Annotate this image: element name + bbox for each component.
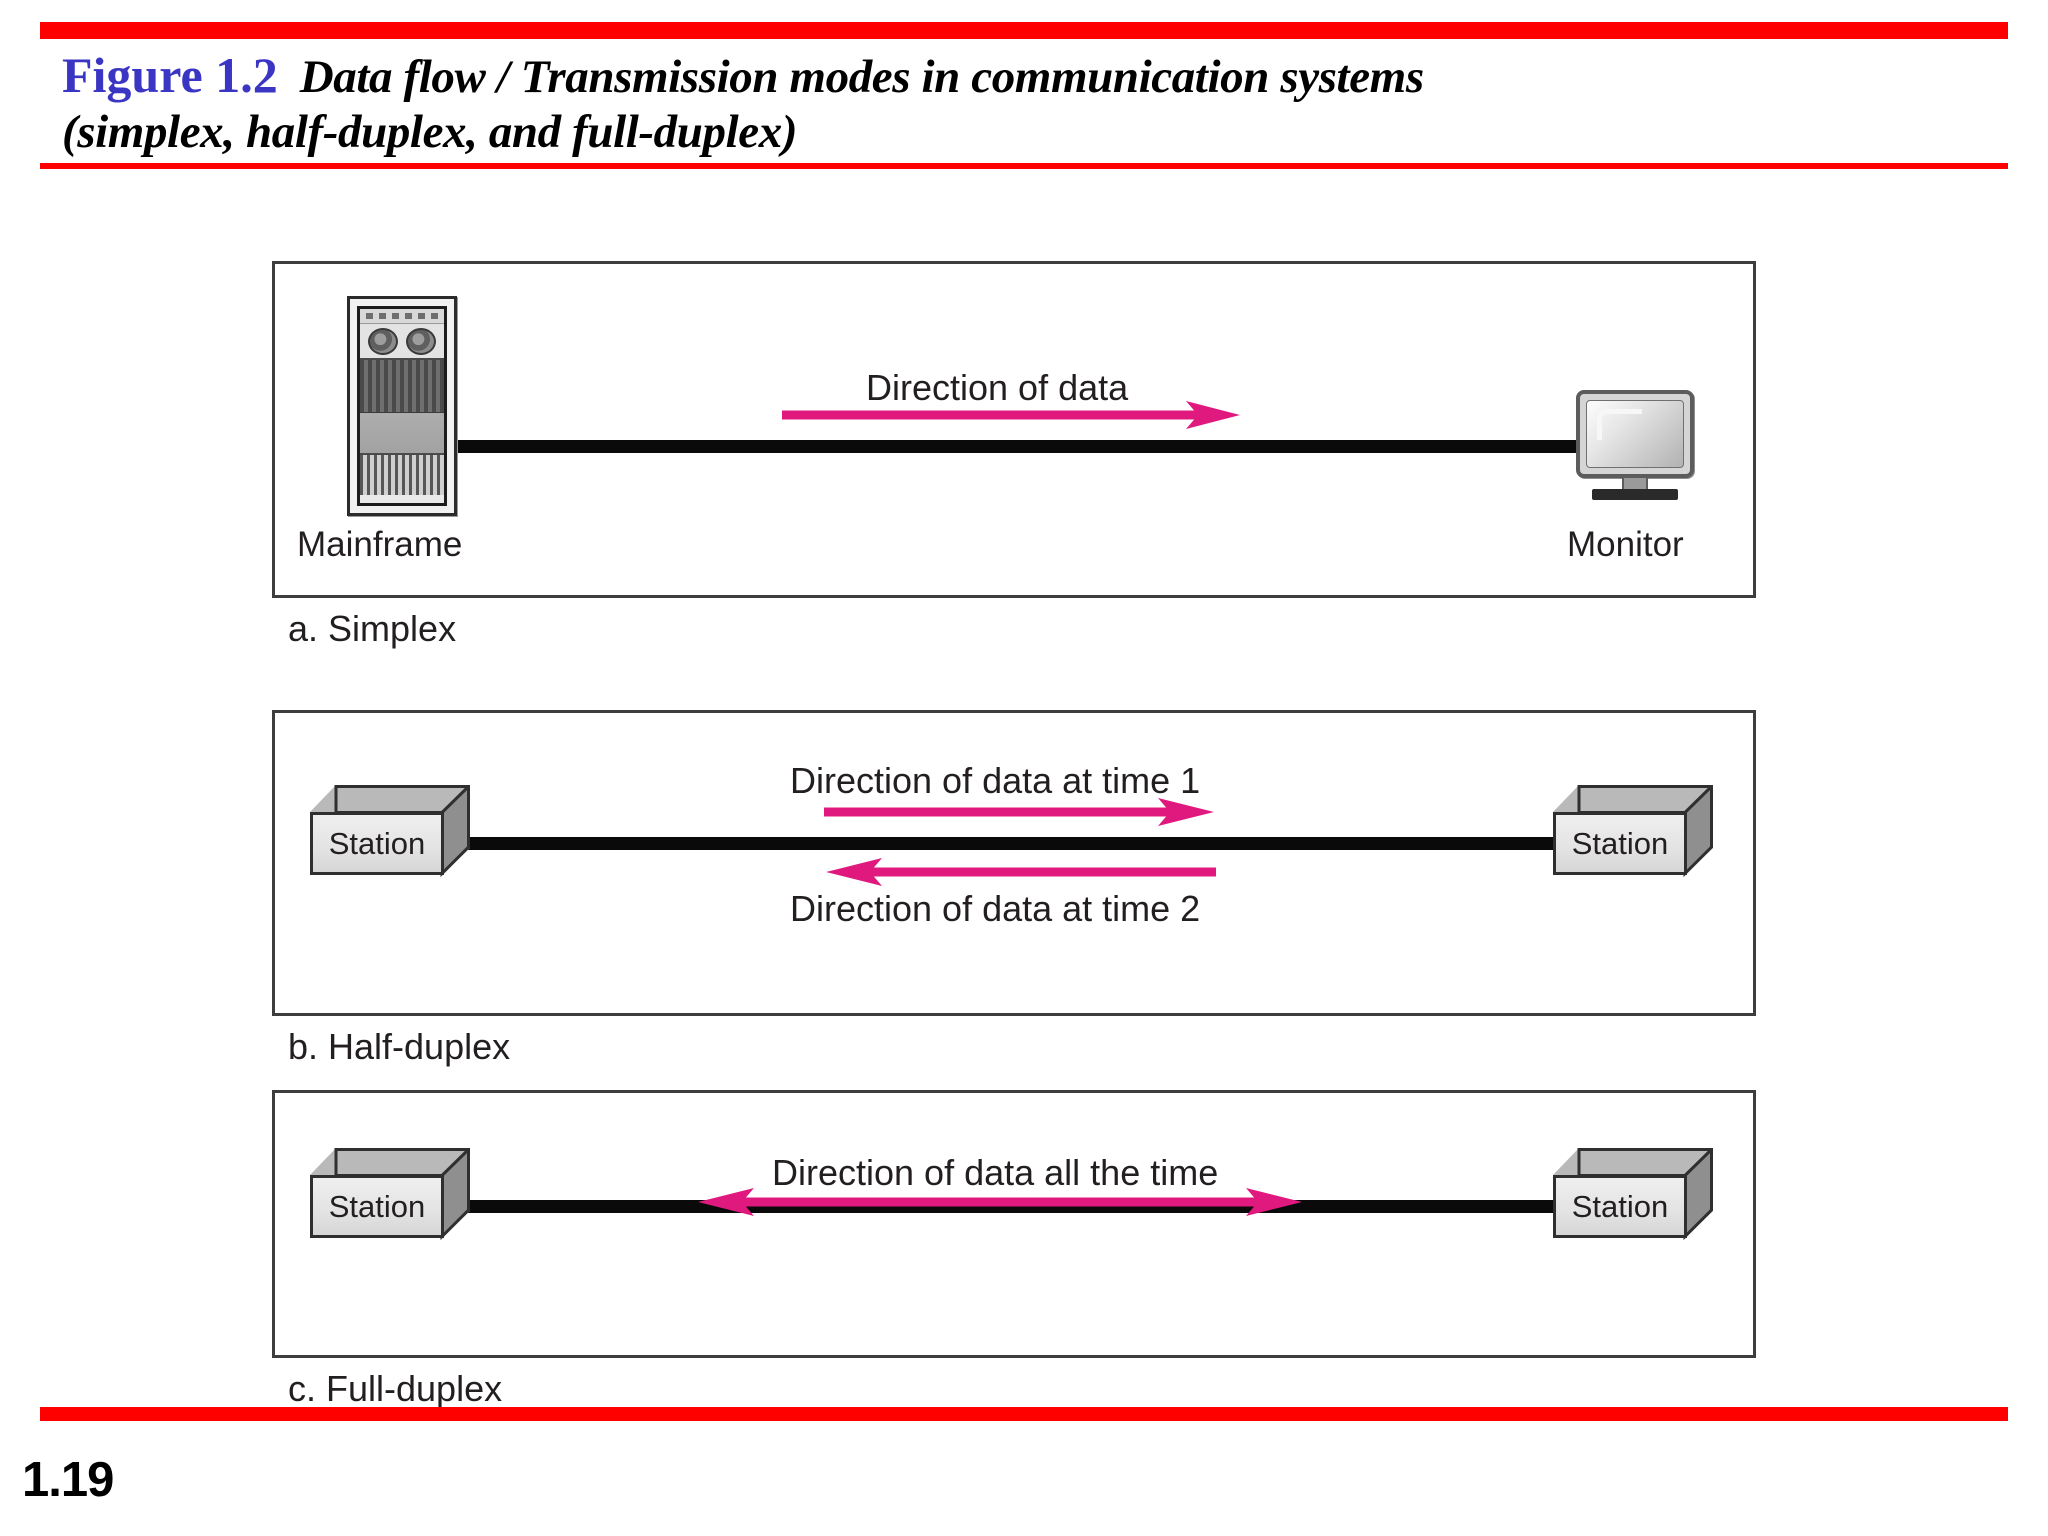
monitor-bezel bbox=[1576, 390, 1694, 478]
panel-full-duplex bbox=[272, 1090, 1756, 1358]
station-box-left-half-duplex: Station bbox=[310, 785, 470, 878]
mainframe-vent-lower bbox=[360, 455, 444, 495]
top-red-rule bbox=[40, 22, 2008, 39]
mainframe-icon bbox=[347, 296, 457, 516]
arrow-right-simplex bbox=[782, 401, 1240, 429]
station-label: Station bbox=[1571, 825, 1669, 861]
monitor-label: Monitor bbox=[1567, 525, 1684, 564]
mainframe-panel-blank bbox=[360, 413, 444, 455]
bottom-red-rule bbox=[40, 1407, 2008, 1421]
flow-label-full-duplex: Direction of data all the time bbox=[772, 1152, 1219, 1193]
mainframe-cabinet bbox=[347, 296, 457, 516]
title-line-1: Figure 1.2 Data flow / Transmission modes… bbox=[62, 48, 1982, 105]
cable-half-duplex bbox=[355, 837, 1565, 850]
figure-title-block: Figure 1.2 Data flow / Transmission modes… bbox=[62, 48, 1982, 160]
mainframe-label: Mainframe bbox=[297, 525, 463, 564]
title-line-2: (simplex, half-duplex, and full-duplex) bbox=[62, 106, 798, 158]
station-label: Station bbox=[1571, 1188, 1669, 1224]
station-box-left-full-duplex: Station bbox=[310, 1148, 470, 1241]
panel-simplex bbox=[272, 261, 1756, 598]
station-label: Station bbox=[328, 825, 426, 861]
station-label: Station bbox=[328, 1188, 426, 1224]
caption-full-duplex: c. Full-duplex bbox=[288, 1368, 503, 1409]
mainframe-vent-upper bbox=[360, 360, 444, 413]
station-box-right-half-duplex: Station bbox=[1553, 785, 1713, 878]
station-front-face: Station bbox=[310, 812, 444, 875]
mainframe-base bbox=[360, 495, 444, 503]
monitor-icon bbox=[1576, 390, 1696, 500]
mainframe-led-strip bbox=[360, 309, 444, 324]
panel-half-duplex bbox=[272, 710, 1756, 1016]
title-underline-rule bbox=[40, 163, 2008, 169]
station-front-face: Station bbox=[310, 1175, 444, 1238]
mainframe-rack bbox=[357, 306, 447, 506]
monitor-screen bbox=[1586, 400, 1684, 468]
caption-half-duplex: b. Half-duplex bbox=[288, 1026, 511, 1067]
monitor-stand-neck bbox=[1622, 478, 1648, 490]
flow-label-time-1: Direction of data at time 1 bbox=[790, 760, 1201, 801]
cable-simplex bbox=[455, 440, 1583, 453]
mainframe-fan-bay bbox=[360, 324, 444, 360]
flow-label-time-2: Direction of data at time 2 bbox=[790, 888, 1201, 929]
monitor-stand-base bbox=[1592, 489, 1678, 500]
station-front-face: Station bbox=[1553, 812, 1687, 875]
monitor-screen-glint bbox=[1597, 409, 1642, 440]
fan-icon bbox=[368, 327, 398, 355]
arrow-right-time-1 bbox=[824, 798, 1214, 826]
station-box-right-full-duplex: Station bbox=[1553, 1148, 1713, 1241]
arrow-left-time-2 bbox=[826, 858, 1216, 886]
figure-title-text: Data flow / Transmission modes in commun… bbox=[299, 51, 1424, 103]
arrow-bidirectional-full-duplex bbox=[698, 1188, 1302, 1216]
station-front-face: Station bbox=[1553, 1175, 1687, 1238]
flow-label-simplex: Direction of data bbox=[866, 367, 1129, 408]
figure-number-label: Figure 1.2 bbox=[62, 47, 278, 103]
page-number: 1.19 bbox=[22, 1453, 114, 1507]
caption-simplex: a. Simplex bbox=[288, 608, 457, 649]
fan-icon bbox=[406, 327, 436, 355]
